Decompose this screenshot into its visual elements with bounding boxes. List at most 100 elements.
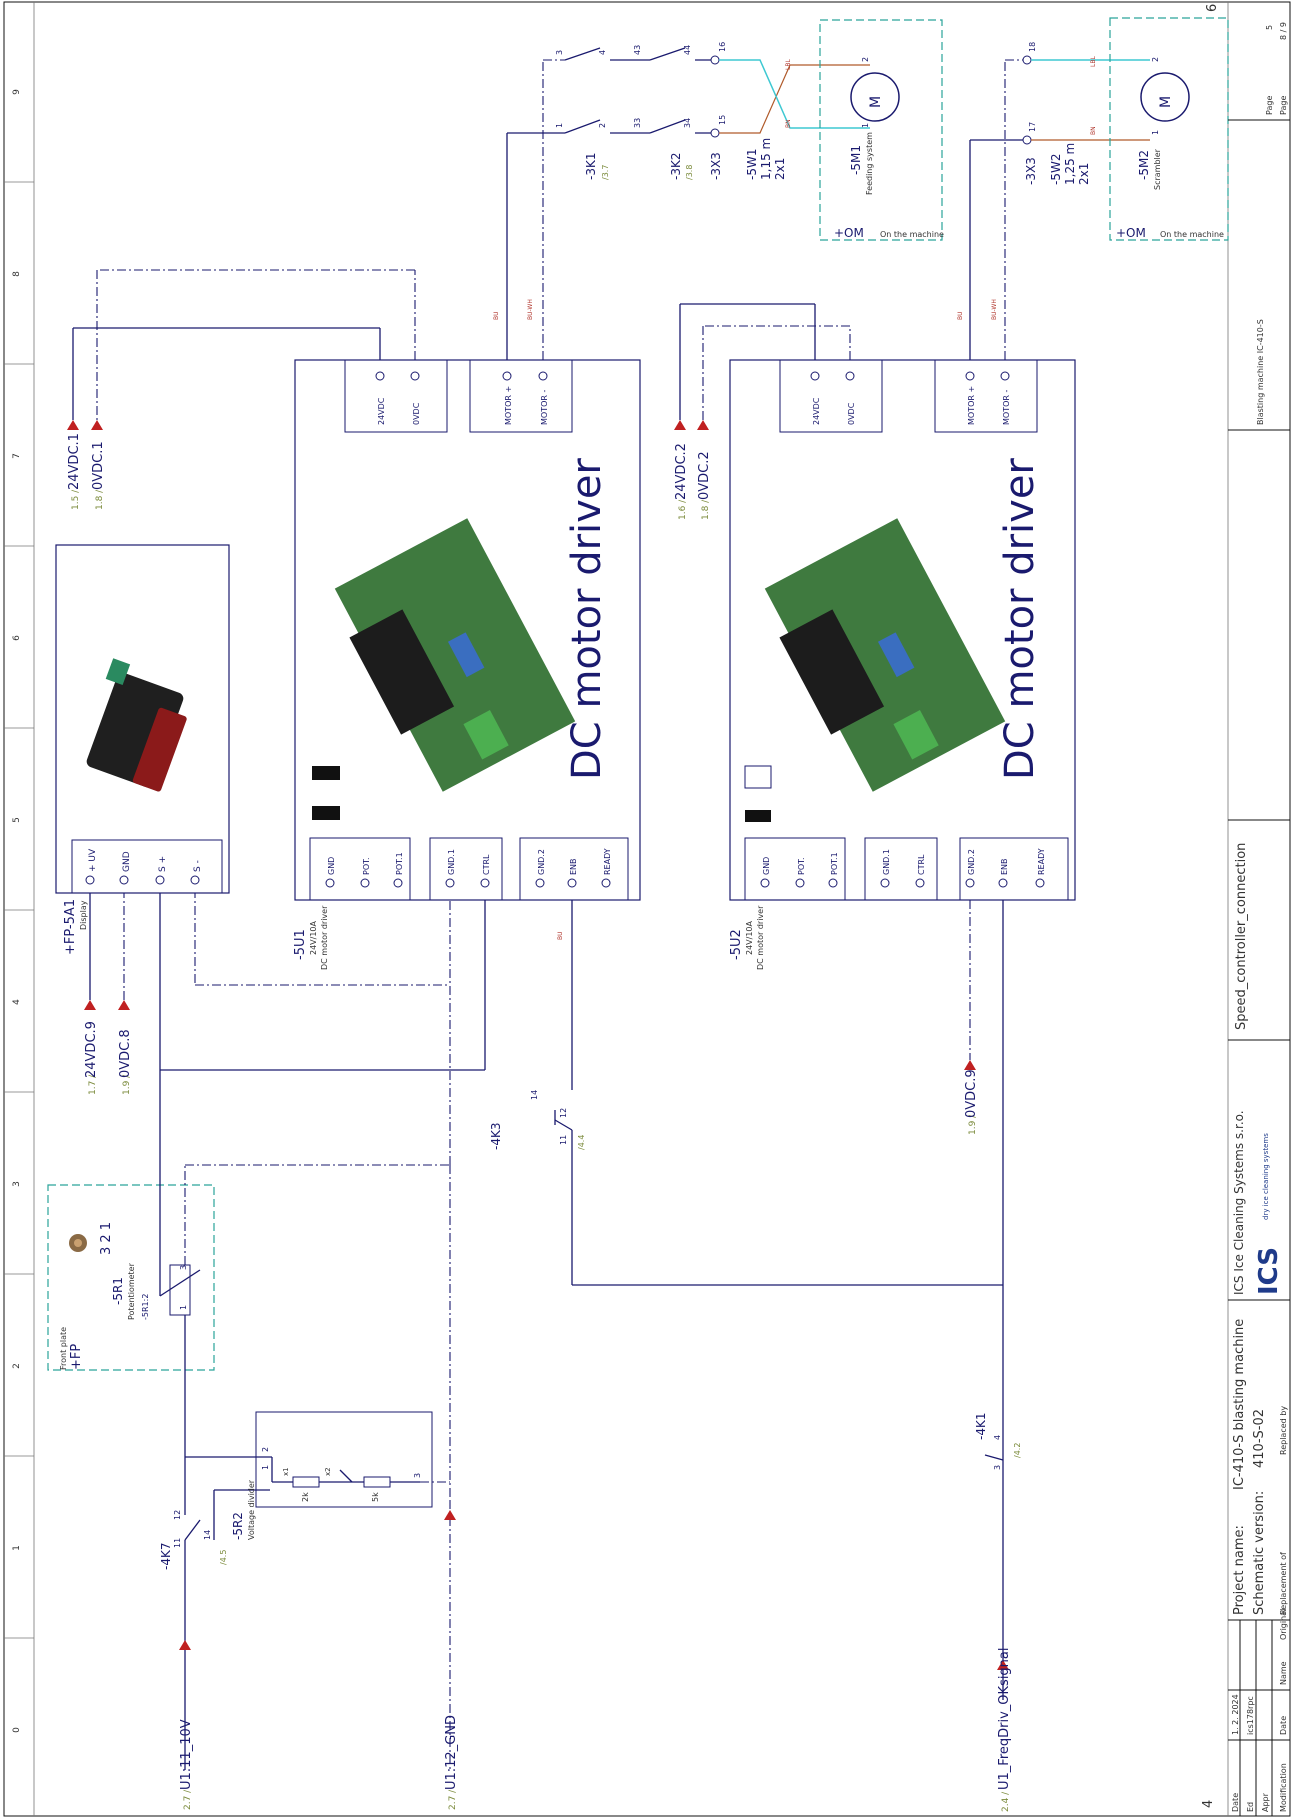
tb-label: Replacement of bbox=[1279, 1552, 1288, 1615]
pin-label: 0VDC bbox=[412, 402, 421, 425]
pin-label: GND bbox=[122, 851, 132, 872]
tb-label: Page bbox=[1279, 96, 1288, 115]
tb-value: 1. 2. 2024 bbox=[1231, 1694, 1240, 1735]
row-rulers: 0 1 2 3 4 5 6 7 8 9 4 6 bbox=[4, 4, 1220, 1808]
front-plate-fp: +FP Front plate 3 2 1 -5R1 Potentiometer… bbox=[47, 1184, 215, 1371]
pin-label: POT.1 bbox=[395, 852, 404, 875]
pin-label: GND bbox=[327, 857, 336, 875]
pin-number: 44 bbox=[683, 45, 692, 55]
pin-label: S + bbox=[158, 856, 168, 872]
signal-ref: 1.9 / bbox=[968, 1114, 978, 1135]
driver-title: DC motor driver bbox=[564, 458, 610, 780]
relay-4k7: -4K7 11 12 14 /4.5 bbox=[159, 1460, 270, 1640]
tb-label: Name bbox=[1279, 1661, 1288, 1685]
component-desc: Voltage divider bbox=[247, 1479, 256, 1540]
pin-number: 1 bbox=[261, 1465, 270, 1470]
component-tag: -5R1 bbox=[111, 1277, 125, 1305]
pin-label: 0VDC bbox=[847, 402, 856, 425]
signal-label: U1:12_GND bbox=[444, 1715, 459, 1790]
display-device-icon bbox=[86, 658, 187, 792]
component-tag: -5M2 bbox=[1137, 150, 1151, 180]
pin-label: READY bbox=[603, 848, 612, 875]
pin-label: MOTOR + bbox=[504, 386, 513, 425]
component-tag: -4K7 bbox=[159, 1543, 173, 1570]
component-desc: DC motor driver bbox=[320, 905, 329, 970]
tb-label: Date bbox=[1279, 1716, 1288, 1735]
pin-number: 43 bbox=[633, 45, 642, 55]
pin-label: GND.1 bbox=[882, 849, 891, 875]
signal-label: 0VDC.9 bbox=[964, 1069, 979, 1118]
component-tag: -5R2 bbox=[231, 1512, 245, 1540]
component-desc: DC motor driver bbox=[756, 905, 765, 970]
signal-ref: 1.9 / bbox=[122, 1074, 132, 1095]
wire-mark: BU bbox=[957, 311, 964, 320]
pin-label: MOTOR - bbox=[540, 390, 549, 425]
pin-number: 1 bbox=[555, 123, 564, 128]
tb-label: Date bbox=[1231, 1793, 1240, 1812]
pin-label: CTRL bbox=[482, 854, 491, 875]
cable-cores: 2x1 bbox=[773, 158, 787, 180]
pin-number: 1 bbox=[179, 1305, 188, 1310]
pin-number: 2 bbox=[598, 123, 607, 128]
pin-label: 24VDC bbox=[812, 397, 821, 425]
row-number: 2 bbox=[12, 1363, 22, 1369]
signal-24vdc1: 1.5 / 24VDC.1 bbox=[67, 420, 82, 510]
pin-label: x2 bbox=[324, 1467, 332, 1476]
wire-mark: BU bbox=[493, 311, 500, 320]
location-desc: On the machine bbox=[1160, 230, 1224, 239]
component-tag: -3X3 bbox=[709, 152, 723, 180]
company-logo: ICS bbox=[1254, 1247, 1284, 1295]
cable-5w2: -5W2 1,25 m 2x1 BN LBL bbox=[1031, 56, 1150, 185]
signal-ref: 2.4 / bbox=[1001, 1791, 1011, 1812]
driver-title: DC motor driver bbox=[997, 458, 1043, 780]
signal-u1-10v: 2.7 / U1:11_10V bbox=[179, 1640, 194, 1810]
drawing-title: Speed_controller_connection bbox=[1234, 843, 1249, 1030]
jumper-icon bbox=[745, 810, 771, 822]
pin-label: 24VDC bbox=[377, 397, 386, 425]
pin-number: 4 bbox=[993, 1435, 1002, 1440]
row-number: 1 bbox=[12, 1545, 22, 1551]
row-number: 3 bbox=[12, 1181, 22, 1187]
pin-number: 3 bbox=[555, 50, 564, 55]
cross-ref: /3.7 bbox=[601, 165, 610, 180]
cross-ref: /3.8 bbox=[685, 165, 694, 180]
jumper-icon bbox=[744, 765, 772, 789]
component-tag: -5M1 bbox=[849, 145, 863, 175]
row-number: 4 bbox=[12, 999, 22, 1005]
column-index: 4 bbox=[1201, 1800, 1216, 1808]
cross-ref: /4.4 bbox=[577, 1135, 586, 1150]
row-number: 9 bbox=[12, 89, 22, 95]
driver-board-icon bbox=[334, 518, 576, 792]
pin-label: MOTOR + bbox=[967, 386, 976, 425]
pin-number: 17 bbox=[1028, 122, 1037, 132]
signal-ok: 2.4 / U1_FreqDriv_OKsignal bbox=[997, 1460, 1012, 1812]
pin-label: POT.1 bbox=[830, 852, 839, 875]
pin-label: POT. bbox=[797, 857, 806, 875]
core-color: LBL bbox=[1090, 56, 1097, 67]
pin-label: GND.2 bbox=[967, 849, 976, 875]
component-desc: Display bbox=[79, 900, 88, 930]
resistor-value: 2k bbox=[301, 1492, 310, 1502]
pin-number: 14 bbox=[530, 1090, 539, 1100]
pin-number: 4 bbox=[598, 50, 607, 55]
pin-label: READY bbox=[1037, 848, 1046, 875]
component-tag: -4K1 bbox=[974, 1413, 988, 1440]
page-total: 8 / 9 bbox=[1279, 22, 1288, 40]
component-rating: 24V/10A bbox=[745, 920, 754, 955]
motor-5m2: M -5M2 Scrambler +OM On the machine 1 2 bbox=[1109, 17, 1229, 241]
pin-number: 1 bbox=[861, 123, 870, 128]
title-block: Date 1. 2. 2024 Ed ics178rpc Appr Modifi… bbox=[1228, 22, 1290, 1816]
pin-number: 18 bbox=[1028, 42, 1037, 52]
component-tag: +FP bbox=[69, 1344, 84, 1370]
pin-number: 3 bbox=[413, 1473, 422, 1478]
tb-label: Replaced by bbox=[1279, 1406, 1288, 1455]
pin-number: 12 bbox=[559, 1108, 568, 1118]
core-color: LBL bbox=[785, 59, 792, 70]
signal-ref: 2.7 / bbox=[448, 1789, 458, 1810]
voltage-divider-5r2: -5R2 Voltage divider 2k 5k 1 2 3 x1 x2 bbox=[185, 1411, 450, 1540]
component-tag: -4K3 bbox=[489, 1123, 503, 1150]
signal-ref: 1.5 / bbox=[71, 489, 81, 510]
cable-length: 1,25 m bbox=[1063, 143, 1077, 185]
tb-label: Schematic version: bbox=[1252, 1491, 1267, 1615]
pin-label: POT. bbox=[362, 857, 371, 875]
